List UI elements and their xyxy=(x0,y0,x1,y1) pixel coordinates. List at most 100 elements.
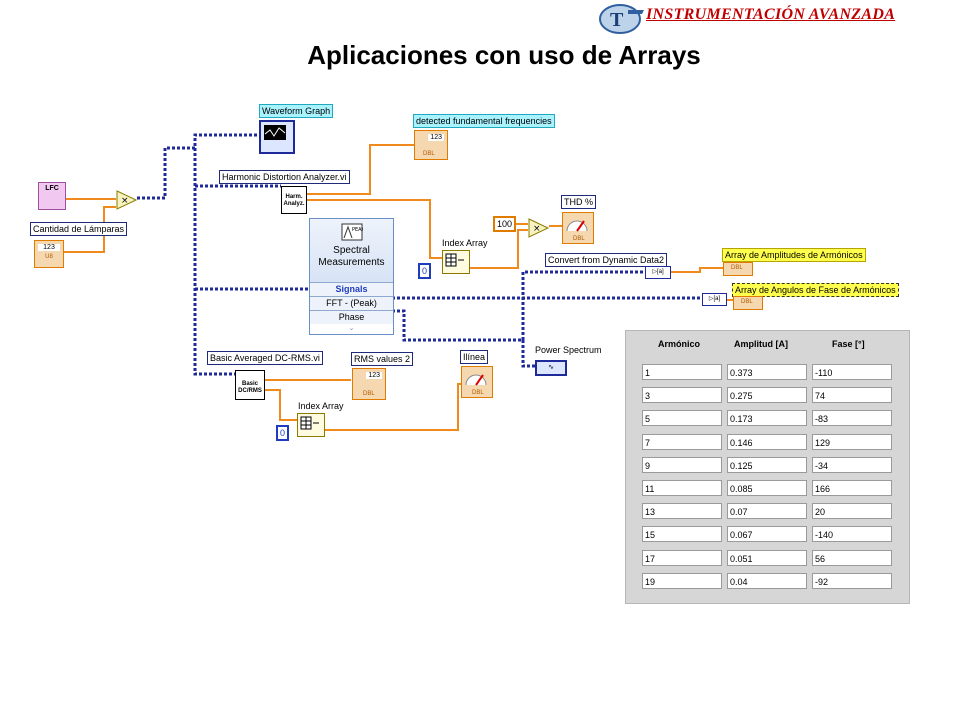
course-brand: INSTRUMENTACIÓN AVANZADA xyxy=(646,6,896,23)
svg-text:PEAK: PEAK xyxy=(352,227,363,233)
table-cell[interactable]: -83 xyxy=(812,410,892,427)
spectral-expand-icon[interactable]: ⌄ xyxy=(348,325,355,332)
table-cell[interactable]: 0.146 xyxy=(727,433,807,450)
table-cell[interactable]: 129 xyxy=(812,433,892,450)
table-cell[interactable]: 20 xyxy=(812,503,892,520)
waveform-graph-terminal[interactable] xyxy=(259,120,295,154)
svg-text:T: T xyxy=(610,9,624,31)
table-cell[interactable]: -34 xyxy=(812,456,892,473)
ilinea-label: Ilínea xyxy=(460,350,489,364)
table-cell[interactable]: 0.275 xyxy=(727,387,807,404)
table-cell[interactable]: 3 xyxy=(642,387,722,404)
spectral-icon: PEAK xyxy=(341,223,365,241)
index-array-1[interactable] xyxy=(442,250,470,274)
table-cell[interactable]: 74 xyxy=(812,387,892,404)
lamps-label: Cantidad de Lámparas xyxy=(30,222,128,236)
index-array-2-label: Index Array xyxy=(298,401,344,411)
spectral-header: PEAK Spectral Measurements xyxy=(310,219,393,282)
page-title: Aplicaciones con uso de Arrays xyxy=(307,40,701,70)
spectral-output-fft[interactable]: FFT - (Peak) xyxy=(310,296,393,310)
table-cell[interactable]: 13 xyxy=(642,503,722,520)
table-cell[interactable]: 0.04 xyxy=(727,572,807,589)
table-cell[interactable]: 0.051 xyxy=(727,549,807,566)
spectral-output-phase[interactable]: Phase xyxy=(310,310,393,324)
svg-text:×: × xyxy=(533,224,541,234)
thd-type: DBL xyxy=(573,236,585,242)
index-const-2[interactable]: 0 xyxy=(276,425,290,441)
amplitudes-label: Array de Amplitudes de Armónicos xyxy=(722,248,866,262)
rms-vi-label: Basic Averaged DC-RMS.vi xyxy=(207,351,323,365)
table-cell[interactable]: 19 xyxy=(642,572,722,589)
hda-icon-line2: Analyz. xyxy=(283,201,305,207)
lamps-icon: 123 xyxy=(38,244,60,251)
spectral-title-1: Spectral xyxy=(333,245,370,256)
table-cell[interactable]: 0.067 xyxy=(727,526,807,543)
thd-indicator[interactable]: DBL xyxy=(562,212,594,244)
table-cell[interactable]: 0.373 xyxy=(727,364,807,380)
table-cell[interactable]: -140 xyxy=(812,526,892,543)
lamps-type: U8 xyxy=(45,254,53,260)
waveform-graph-label: Waveform Graph xyxy=(259,104,334,118)
amplitudes-indicator[interactable]: DBL xyxy=(723,262,753,276)
col-header-amplitude: Amplitud [A] xyxy=(734,339,788,349)
rms-icon-line1: Basic xyxy=(241,381,258,387)
hda-subvi[interactable]: Harm. Analyz. xyxy=(281,186,307,214)
table-cell[interactable]: 7 xyxy=(642,433,722,450)
lamps-control[interactable]: 123 U8 xyxy=(34,240,64,268)
table-cell[interactable]: 5 xyxy=(642,410,722,427)
table-cell[interactable]: -110 xyxy=(812,364,892,380)
index-array-icon xyxy=(445,253,464,267)
index-array-2[interactable] xyxy=(297,413,325,437)
col-header-harmonic: Armónico xyxy=(658,339,701,349)
rms-values-icon: 123 xyxy=(366,372,382,379)
table-cell[interactable]: 1 xyxy=(642,364,722,380)
index-array-1-label: Index Array xyxy=(442,238,488,248)
table-cell[interactable]: 56 xyxy=(812,549,892,566)
multiply-node-1[interactable]: × xyxy=(116,190,138,210)
table-cell[interactable]: 17 xyxy=(642,549,722,566)
spectral-input-signals[interactable]: Signals xyxy=(310,282,393,296)
table-cell[interactable]: 0.085 xyxy=(727,480,807,496)
table-cell[interactable]: 0.125 xyxy=(727,456,807,473)
col-header-phase: Fase [°] xyxy=(832,339,865,349)
svg-text:×: × xyxy=(121,196,129,206)
amplitudes-type: DBL xyxy=(731,265,743,271)
spectral-title-2: Measurements xyxy=(318,257,385,268)
fundamental-label: detected fundamental frequencies xyxy=(413,114,555,128)
index-const-1[interactable]: 0 xyxy=(418,263,432,279)
power-spectrum-label: Power Spectrum xyxy=(535,345,602,355)
rms-icon-line2: DC/RMS xyxy=(238,388,262,394)
table-cell[interactable]: 166 xyxy=(812,480,892,496)
faculty-logo: T xyxy=(599,4,644,34)
multiply-node-2[interactable]: × xyxy=(528,218,550,238)
convert-label: Convert from Dynamic Data2 xyxy=(545,253,668,267)
lfc-control[interactable]: LFC xyxy=(38,182,66,210)
table-cell[interactable]: 0.07 xyxy=(727,503,807,520)
rms-values-indicator[interactable]: 123 DBL xyxy=(352,368,386,400)
power-spectrum-terminal[interactable]: ∿ xyxy=(535,360,567,376)
harmonics-table: Armónico Amplitud [A] Fase [°] 1 0.373 -11… xyxy=(625,330,910,604)
wire-waveform xyxy=(137,133,258,200)
table-cell[interactable]: 9 xyxy=(642,456,722,473)
table-cell[interactable]: 11 xyxy=(642,480,722,496)
gauge-icon xyxy=(566,220,588,232)
fundamental-icon: 123 xyxy=(428,134,444,141)
convert-node-2[interactable]: ▷[a] xyxy=(702,293,727,306)
table-cell[interactable]: 0.173 xyxy=(727,410,807,427)
graph-icon xyxy=(264,125,286,140)
ilinea-type: DBL xyxy=(472,390,484,396)
constant-100[interactable]: 100 xyxy=(493,216,517,232)
angles-label: Array de Angulos de Fase de Armónicos xyxy=(732,283,899,297)
table-cell[interactable]: -92 xyxy=(812,572,892,589)
angles-indicator[interactable]: DBL xyxy=(733,296,763,310)
fundamental-indicator[interactable]: 123 DBL xyxy=(414,130,448,160)
spectral-measurements-vi[interactable]: PEAK Spectral Measurements Signals FFT -… xyxy=(309,218,394,335)
ilinea-indicator[interactable]: DBL xyxy=(461,366,493,398)
convert-node[interactable]: ▷[a] xyxy=(645,266,671,279)
rms-subvi[interactable]: Basic DC/RMS xyxy=(235,370,265,400)
hda-icon-line1: Harm. xyxy=(285,194,303,200)
table-cell[interactable]: 15 xyxy=(642,526,722,543)
fundamental-type: DBL xyxy=(423,151,435,157)
rms-values-label: RMS values 2 xyxy=(351,352,414,366)
